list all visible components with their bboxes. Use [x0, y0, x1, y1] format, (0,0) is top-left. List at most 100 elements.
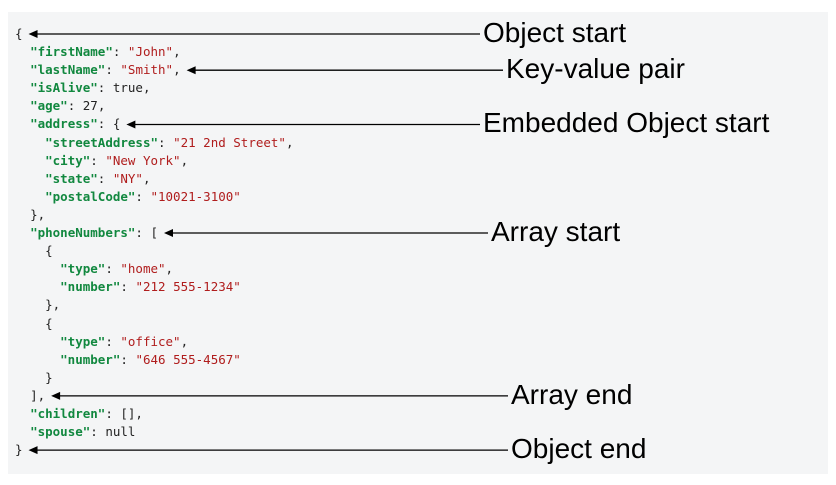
json-punctuation: : {: [97, 116, 121, 132]
json-key: "city": [45, 152, 91, 168]
json-punctuation: :: [67, 98, 83, 114]
json-punctuation: {: [45, 243, 53, 259]
code-line: "number": "646 555-4567": [15, 351, 293, 369]
json-key: "type": [60, 261, 106, 277]
json-punctuation: }: [15, 442, 23, 458]
json-punctuation: :: [90, 152, 106, 168]
json-punctuation: :: [112, 44, 128, 60]
json-punctuation: ,: [142, 170, 151, 186]
json-punctuation: :: [105, 261, 121, 277]
annotation-label: Embedded Object start: [483, 107, 770, 139]
code-line: }: [15, 369, 293, 387]
json-punctuation: ,: [180, 333, 189, 349]
json-punctuation: : [: [135, 225, 158, 241]
json-string: "646 555-4567": [135, 351, 241, 367]
code-line: "firstName": "John",: [15, 43, 293, 61]
json-punctuation: {: [45, 315, 53, 331]
json-value: 27: [82, 98, 98, 114]
json-punctuation: :: [135, 188, 151, 204]
code-line: "type": "office",: [15, 333, 293, 351]
json-string: "212 555-1234": [135, 279, 241, 295]
json-key: "address": [30, 116, 98, 132]
json-punctuation: ],: [30, 387, 46, 403]
code-line: "state": "NY",: [15, 170, 293, 188]
json-value: null: [105, 424, 136, 440]
annotation-label: Object end: [511, 433, 647, 465]
json-key: "firstName": [30, 44, 113, 60]
json-punctuation: ,: [142, 80, 151, 96]
json-key: "number": [60, 279, 121, 295]
json-key: "streetAddress": [45, 134, 158, 150]
json-key: "lastName": [30, 62, 106, 78]
json-string: "NY": [112, 170, 143, 186]
json-punctuation: ,: [173, 62, 181, 78]
json-string: "10021-3100": [150, 188, 241, 204]
code-line: "phoneNumbers": [: [15, 224, 293, 242]
json-punctuation: }: [45, 369, 53, 385]
code-line: "postalCode": "10021-3100": [15, 188, 293, 206]
json-punctuation: :: [90, 424, 106, 440]
json-punctuation: ,: [97, 98, 106, 114]
code-line: "children": [],: [15, 405, 293, 423]
json-punctuation: ,: [285, 134, 294, 150]
json-key: "age": [30, 98, 68, 114]
code-line: {: [15, 242, 293, 260]
json-key: "phoneNumbers": [30, 225, 136, 241]
code-line: {: [15, 25, 293, 43]
annotation-label: Object start: [483, 17, 627, 48]
json-punctuation: :: [105, 333, 121, 349]
code-line: "spouse": null: [15, 423, 293, 441]
json-string: "home": [120, 261, 166, 277]
json-punctuation: :: [120, 351, 136, 367]
arrowhead-icon: [126, 120, 136, 129]
json-punctuation: },: [45, 297, 61, 313]
code-line: "type": "home",: [15, 260, 293, 278]
json-string: "office": [120, 333, 181, 349]
json-key: "isAlive": [30, 80, 98, 96]
json-string: "John": [127, 44, 174, 60]
code-line: },: [15, 206, 293, 224]
code-line: "address": {: [15, 115, 293, 133]
code-line: },: [15, 296, 293, 314]
code-line: {: [15, 315, 293, 333]
json-punctuation: ,: [173, 44, 181, 60]
json-code-block: { "firstName": "John", "lastName": "Smit…: [15, 25, 293, 459]
json-string: "Smith": [120, 62, 174, 78]
arrowhead-icon: [164, 229, 173, 238]
json-punctuation: ,: [180, 152, 189, 168]
json-punctuation: {: [15, 26, 23, 41]
json-punctuation: :: [158, 134, 174, 150]
code-line: "streetAddress": "21 2nd Street",: [15, 134, 293, 152]
code-line: }: [15, 441, 293, 459]
code-line: "city": "New York",: [15, 152, 293, 170]
arrowhead-icon: [28, 30, 38, 38]
annotation-label: Array start: [491, 216, 621, 248]
json-punctuation: :: [105, 62, 121, 78]
json-key: "children": [30, 405, 106, 421]
json-string: "21 2nd Street": [173, 134, 286, 150]
json-value: true: [112, 80, 143, 96]
arrowhead-icon: [186, 66, 196, 75]
json-punctuation: : [],: [105, 405, 143, 421]
json-punctuation: :: [97, 80, 113, 96]
annotation-label: Key-value pair: [506, 53, 685, 85]
json-punctuation: },: [30, 206, 46, 222]
json-punctuation: :: [97, 170, 113, 186]
arrowhead-icon: [28, 446, 38, 455]
code-line: "lastName": "Smith",: [15, 61, 293, 79]
json-string: "New York": [105, 152, 181, 168]
json-key: "postalCode": [45, 188, 136, 204]
annotation-label: Array end: [511, 378, 633, 410]
json-key: "type": [60, 333, 106, 349]
arrowhead-icon: [51, 391, 61, 400]
code-line: ],: [15, 387, 293, 405]
json-key: "number": [60, 351, 121, 367]
code-line: "number": "212 555-1234": [15, 278, 293, 296]
json-key: "state": [45, 170, 98, 186]
json-punctuation: :: [120, 279, 136, 295]
code-line: "age": 27,: [15, 97, 293, 115]
json-key: "spouse": [30, 424, 91, 440]
json-punctuation: ,: [165, 261, 174, 277]
code-line: "isAlive": true,: [15, 79, 293, 97]
